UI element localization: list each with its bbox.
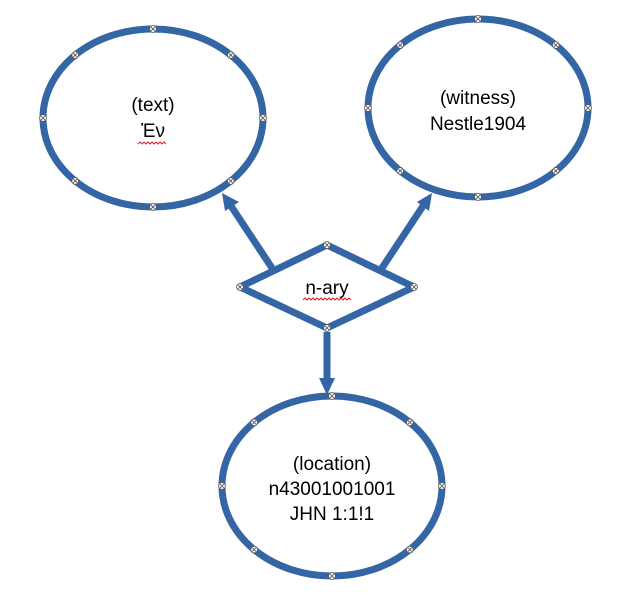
node-witness-type-label: (witness) bbox=[440, 88, 516, 109]
node-relation-label: n-ary bbox=[305, 278, 349, 299]
glue-point[interactable] bbox=[236, 283, 244, 291]
spellcheck-underline-text bbox=[137, 141, 167, 145]
glue-point[interactable] bbox=[328, 392, 336, 400]
glue-point[interactable] bbox=[149, 203, 157, 211]
glue-point[interactable] bbox=[39, 114, 47, 122]
spellcheck-underline-relation bbox=[302, 297, 352, 301]
glue-point[interactable] bbox=[218, 482, 226, 490]
arrowhead-to-text bbox=[222, 193, 239, 211]
glue-point[interactable] bbox=[259, 114, 267, 122]
glue-point[interactable] bbox=[71, 51, 80, 59]
glue-point[interactable] bbox=[551, 41, 560, 49]
node-location-type-label: (location) bbox=[293, 454, 371, 475]
glue-point[interactable] bbox=[405, 418, 414, 427]
glue-point[interactable] bbox=[250, 545, 259, 554]
connector-to-location[interactable] bbox=[319, 332, 335, 395]
glue-points bbox=[39, 15, 592, 580]
glue-point[interactable] bbox=[396, 167, 405, 175]
arrowhead-to-witness bbox=[417, 193, 432, 211]
node-location-reference: JHN 1:1!1 bbox=[290, 504, 374, 525]
glue-point[interactable] bbox=[323, 241, 331, 249]
node-text-type-label: (text) bbox=[131, 95, 174, 116]
glue-point[interactable] bbox=[474, 15, 482, 23]
glue-point[interactable] bbox=[149, 25, 157, 33]
glue-point[interactable] bbox=[396, 41, 405, 49]
node-location-id: n43001001001 bbox=[269, 479, 396, 500]
glue-point[interactable] bbox=[71, 177, 80, 185]
glue-point[interactable] bbox=[226, 51, 235, 59]
glue-point[interactable] bbox=[438, 482, 446, 490]
node-witness-value: Nestle1904 bbox=[430, 114, 527, 135]
node-text-value: Ἐν bbox=[141, 121, 165, 142]
arrowhead-to-location bbox=[319, 378, 335, 395]
glue-point[interactable] bbox=[584, 104, 592, 112]
glue-point[interactable] bbox=[226, 177, 235, 185]
glue-point[interactable] bbox=[474, 193, 482, 201]
glue-point[interactable] bbox=[405, 545, 414, 554]
connector-to-text[interactable] bbox=[222, 193, 275, 270]
glue-point[interactable] bbox=[250, 418, 259, 427]
glue-point[interactable] bbox=[323, 324, 331, 332]
glue-point[interactable] bbox=[551, 167, 560, 175]
glue-point[interactable] bbox=[328, 572, 336, 580]
glue-point[interactable] bbox=[364, 104, 372, 112]
glue-point[interactable] bbox=[410, 283, 418, 291]
connector-to-witness[interactable] bbox=[379, 193, 432, 270]
